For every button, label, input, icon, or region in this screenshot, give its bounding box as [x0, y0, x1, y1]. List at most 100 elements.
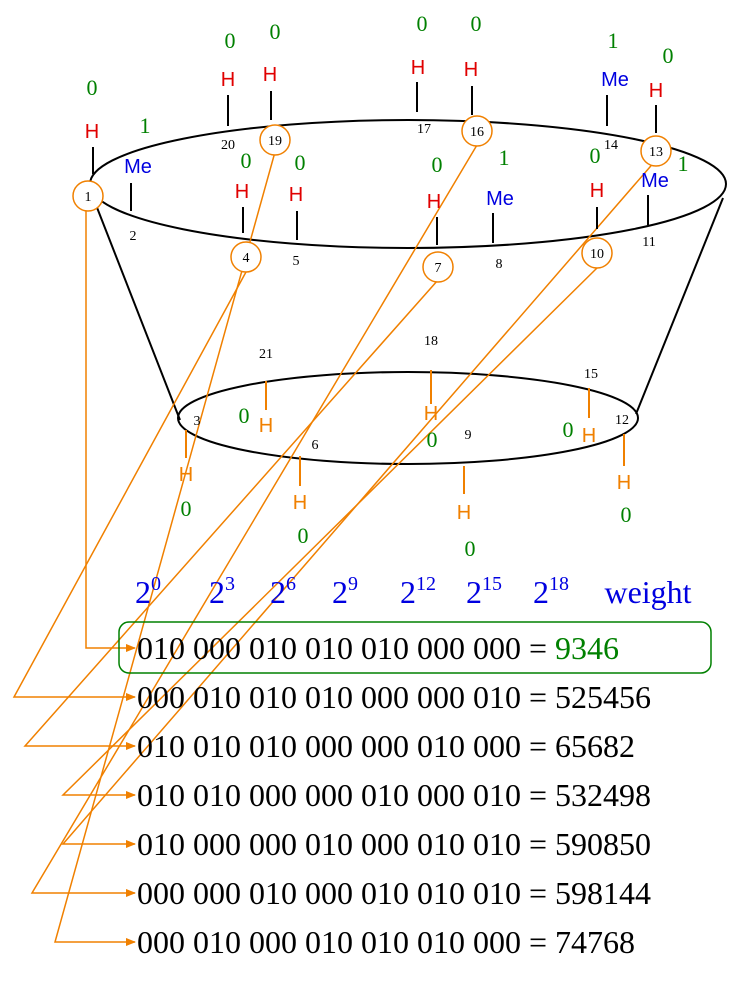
power-header: 215 — [466, 573, 502, 610]
substituent-21: H — [259, 415, 273, 437]
carbon-number-16: 16 — [470, 125, 484, 140]
substituent-10: H — [590, 180, 604, 202]
ring-structure — [89, 119, 727, 465]
spin-4: 0 — [241, 148, 252, 173]
carbon-number-15: 15 — [584, 367, 598, 382]
power-header: 212 — [400, 573, 436, 610]
carbon-number-17: 17 — [417, 122, 431, 137]
circle-carbon-19 — [259, 124, 291, 156]
spin-5: 0 — [295, 150, 306, 175]
carbon-number-7: 7 — [435, 261, 442, 276]
weight-header: weight — [604, 574, 691, 610]
carbon-number-9: 9 — [465, 428, 472, 443]
spin-18: 0 — [427, 427, 438, 452]
carbon-number-12: 12 — [615, 413, 629, 428]
spin-21: 0 — [239, 403, 250, 428]
carbon-number-6: 6 — [312, 438, 319, 453]
right-wall — [635, 197, 724, 415]
power-header: 218 — [533, 573, 569, 610]
weight-row: 010 010 010 000 000 010 000 = 65682 — [137, 728, 635, 764]
substituent-3: H — [179, 464, 193, 486]
carbon-number-1: 1 — [85, 190, 92, 205]
spin-8: 1 — [499, 145, 510, 170]
substituent-20: H — [221, 69, 235, 91]
substituent-1: H — [85, 121, 99, 143]
carbon-number-19: 19 — [268, 134, 282, 149]
substituent-8: Me — [486, 188, 514, 210]
substituent-5: H — [289, 184, 303, 206]
substituent-7: H — [427, 191, 441, 213]
substituent-13: H — [649, 80, 663, 102]
spin-14: 1 — [608, 28, 619, 53]
arrow-carbon-13 — [61, 159, 657, 848]
mapping-arrows — [12, 144, 657, 946]
substituent-9: H — [457, 502, 471, 524]
spin-11: 1 — [678, 151, 689, 176]
spin-6: 0 — [298, 523, 309, 548]
circle-carbon-1 — [72, 180, 104, 212]
substituent-15: H — [582, 425, 596, 447]
weight-row: 000 010 000 010 010 010 000 = 74768 — [137, 924, 635, 960]
substituent-16: H — [464, 59, 478, 81]
weight-row: 010 000 010 010 010 000 000 = 9346 — [137, 630, 619, 666]
arrow-carbon-16 — [30, 144, 478, 897]
carbon-number-18: 18 — [424, 334, 438, 349]
carbon-number-21: 21 — [259, 347, 273, 362]
substituent-14: Me — [601, 69, 629, 91]
weight-row: 000 000 010 000 010 010 010 = 598144 — [137, 875, 651, 911]
substituent-4: H — [235, 181, 249, 203]
carbon-number-3: 3 — [194, 414, 201, 429]
spin-16: 0 — [471, 11, 482, 36]
weight-row: 010 000 000 010 000 010 010 = 590850 — [137, 826, 651, 862]
circle-carbon-13 — [640, 135, 672, 167]
substituent-19: H — [263, 64, 277, 86]
arrow-carbon-19 — [54, 151, 276, 946]
spin-3: 0 — [181, 496, 192, 521]
spin-19: 0 — [270, 19, 281, 44]
substituent-6: H — [293, 492, 307, 514]
spin-7: 0 — [432, 152, 443, 177]
weight-row: 010 010 000 000 010 000 010 = 532498 — [137, 777, 651, 813]
left-wall — [95, 204, 181, 421]
circle-carbon-16 — [461, 115, 493, 147]
spin-2: 1 — [140, 113, 151, 138]
substituent-2: Me — [124, 156, 152, 178]
carbon-number-14: 14 — [604, 138, 618, 153]
spin-13: 0 — [663, 43, 674, 68]
spin-12: 0 — [621, 502, 632, 527]
substituent-17: H — [411, 57, 425, 79]
spin-20: 0 — [225, 28, 236, 53]
lower-ring — [177, 371, 639, 465]
carbon-number-10: 10 — [590, 247, 604, 262]
weight-row: 000 010 010 010 000 000 010 = 525456 — [137, 679, 651, 715]
spin-9: 0 — [465, 536, 476, 561]
upper-ring — [89, 119, 727, 249]
substituent-12: H — [617, 472, 631, 494]
carbon-number-20: 20 — [221, 138, 235, 153]
highlight-box — [118, 621, 712, 674]
spin-15: 0 — [563, 417, 574, 442]
power-header: 29 — [332, 573, 358, 610]
substituent-18: H — [424, 403, 438, 425]
spin-1: 0 — [87, 75, 98, 100]
weight-table: 20 23 26 29 212 215 218 weight 010 000 010 010 0… — [118, 573, 712, 960]
substituent-11: Me — [641, 170, 669, 192]
spin-10: 0 — [590, 143, 601, 168]
circle-carbon-4 — [230, 241, 262, 273]
carbon-number-8: 8 — [496, 257, 503, 272]
spin-17: 0 — [417, 11, 428, 36]
carbon-number-13: 13 — [649, 145, 663, 160]
carbon-number-4: 4 — [243, 251, 250, 266]
power-header: 20 — [135, 573, 161, 610]
carbon-number-11: 11 — [642, 235, 655, 250]
circle-carbon-10 — [581, 237, 613, 269]
carbon-number-2: 2 — [130, 229, 137, 244]
arrow-carbon-1 — [85, 206, 136, 652]
power-header: 23 — [209, 573, 235, 610]
arrow-carbon-4 — [12, 271, 247, 701]
carbon-number-5: 5 — [293, 254, 300, 269]
power-header: 26 — [270, 573, 296, 610]
arrow-carbon-10 — [61, 267, 598, 799]
